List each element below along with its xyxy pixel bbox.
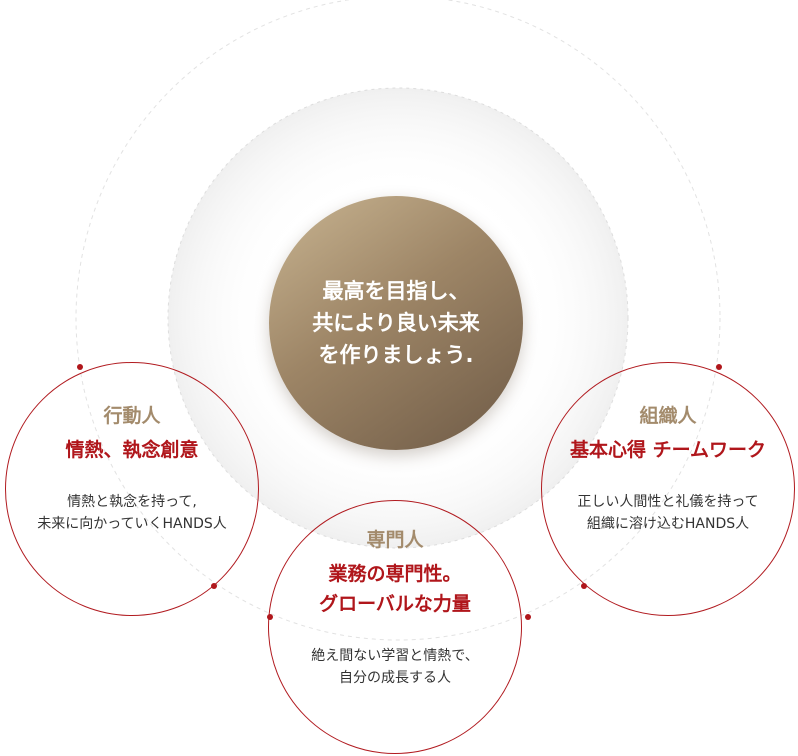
value-headline: 業務の専門性。 グローバルな力量: [319, 563, 471, 615]
value-category: 組織人: [639, 405, 697, 427]
value-description: 正しい人間性と礼儀を持って 組織に溶け込むHANDS人: [577, 494, 759, 532]
value-circle-expertise: 専門人 業務の専門性。 グローバルな力量 絶え間ない学習と情熱で、 自分の成長す…: [268, 500, 522, 754]
center-motto-circle: 最高を目指し、 共により良い未来 を作りましょう.: [269, 196, 523, 450]
connector-dot: [77, 364, 83, 370]
connector-dot: [525, 614, 531, 620]
value-headline: 基本心得 チームワーク: [569, 439, 767, 461]
value-circle-organization: 組織人 基本心得 チームワーク 正しい人間性と礼儀を持って 組織に溶け込むHAN…: [541, 362, 795, 616]
connector-dot: [716, 364, 722, 370]
value-headline: 情熱、執念創意: [65, 439, 199, 461]
value-circle-action: 行動人 情熱、執念創意 情熱と執念を持って, 未来に向かっていくHANDS人: [5, 362, 259, 616]
value-category: 行動人: [103, 405, 161, 427]
center-motto-text: 最高を目指し、 共により良い未来 を作りましょう.: [312, 279, 480, 367]
value-description: 絶え間ない学習と情熱で、 自分の成長する人: [311, 648, 479, 686]
value-category: 専門人: [366, 529, 424, 551]
value-description: 情熱と執念を持って, 未来に向かっていくHANDS人: [37, 494, 227, 532]
